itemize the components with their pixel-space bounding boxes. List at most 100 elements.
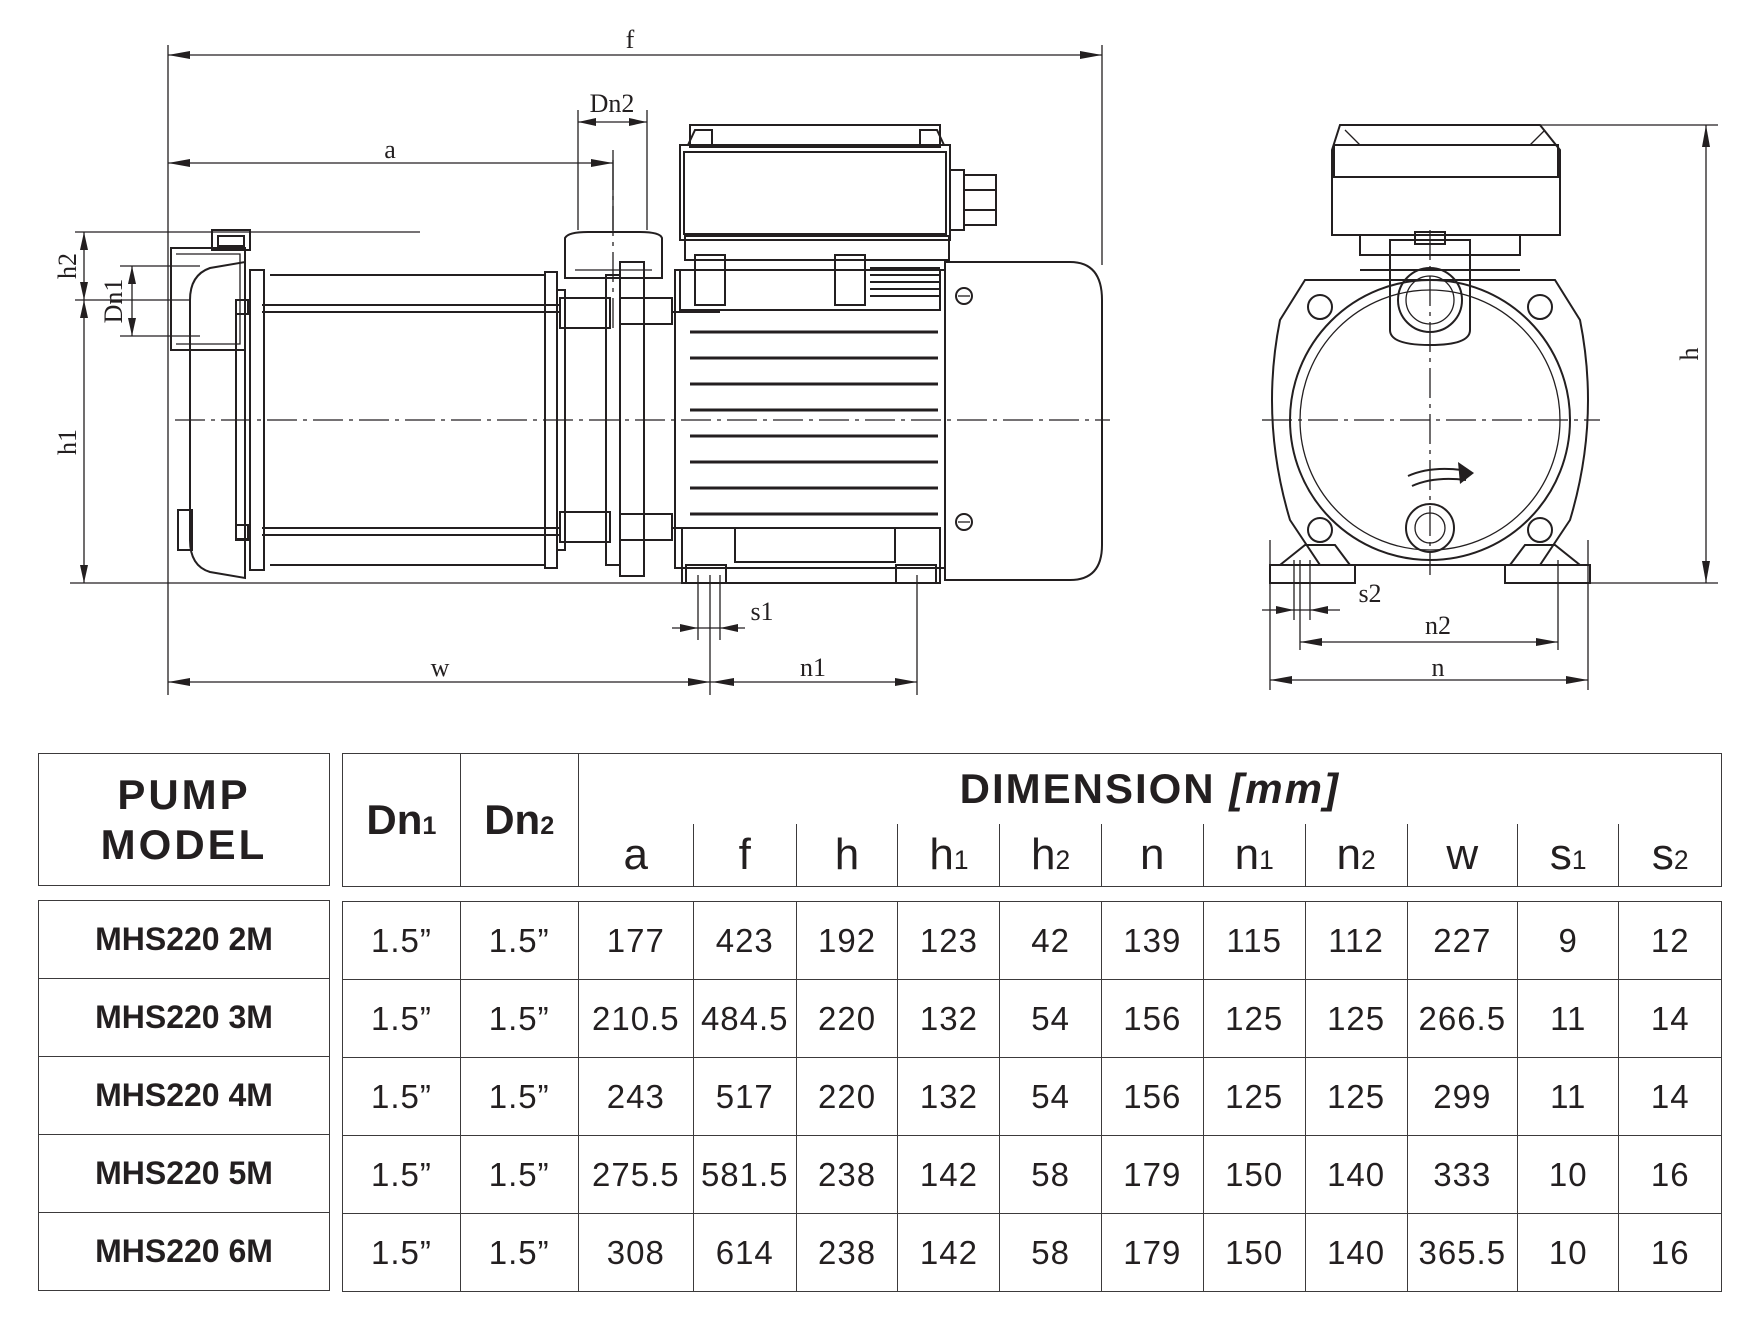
column-header-n2: n2 xyxy=(1304,824,1408,887)
pump-model-header-line2: MODEL xyxy=(100,820,268,868)
value-cell-n2: 140 xyxy=(1304,1135,1408,1214)
pump-model-header: PUMP MODEL xyxy=(38,753,330,886)
column-header-n: n xyxy=(1100,824,1204,887)
motor-fins xyxy=(690,330,938,516)
dim-label-dn1: Dn1 xyxy=(99,279,128,324)
value-cell-s1: 10 xyxy=(1516,1213,1620,1292)
value-cell-h: 192 xyxy=(795,901,899,980)
column-header-h1: h1 xyxy=(897,824,1001,887)
value-cell-h: 220 xyxy=(795,1057,899,1136)
value-cell-h: 238 xyxy=(795,1135,899,1214)
value-cell-n1: 150 xyxy=(1202,1213,1306,1292)
column-header-h: h xyxy=(795,824,899,887)
value-cell-h1: 142 xyxy=(897,1135,1001,1214)
value-cell-s1: 10 xyxy=(1516,1135,1620,1214)
dn1-cell: 1.5” xyxy=(342,1135,461,1214)
dim-label-h2: h2 xyxy=(53,253,82,279)
value-cell-n2: 112 xyxy=(1304,901,1408,980)
column-header-n1: n1 xyxy=(1202,824,1306,887)
dim-label-n: n xyxy=(1432,653,1445,682)
value-cell-a: 308 xyxy=(577,1213,694,1292)
pump-technical-drawing: f a Dn2 h2 Dn1 h1 w n1 s1 h s2 n2 n xyxy=(53,25,1718,695)
value-cell-s2: 16 xyxy=(1618,1135,1722,1214)
column-header-h2: h2 xyxy=(999,824,1102,887)
front-view xyxy=(1262,124,1718,690)
model-row: MHS220 4M xyxy=(38,1056,330,1135)
dim-label-h1: h1 xyxy=(53,429,82,455)
dn1-cell: 1.5” xyxy=(342,1213,461,1292)
dimension-unit: [mm] xyxy=(1229,765,1340,812)
value-cell-n2: 125 xyxy=(1304,1057,1408,1136)
value-cell-n: 156 xyxy=(1100,1057,1204,1136)
value-cell-n2: 125 xyxy=(1304,979,1408,1058)
value-cell-n: 139 xyxy=(1100,901,1204,980)
value-cell-f: 423 xyxy=(692,901,797,980)
value-cell-h: 238 xyxy=(795,1213,899,1292)
dn2-cell: 1.5” xyxy=(459,1135,579,1214)
value-cell-h2: 54 xyxy=(999,1057,1102,1136)
dn1-header: Dn1 xyxy=(342,753,461,887)
value-cell-f: 581.5 xyxy=(692,1135,797,1214)
dn1-cell: 1.5” xyxy=(342,1057,461,1136)
column-header-s2: s2 xyxy=(1618,824,1722,887)
value-cell-s2: 14 xyxy=(1618,1057,1722,1136)
column-header-s1: s1 xyxy=(1516,824,1620,887)
value-cell-f: 614 xyxy=(692,1213,797,1292)
model-name-cell: MHS220 3M xyxy=(38,978,330,1057)
model-row: MHS220 3M xyxy=(38,978,330,1057)
value-cell-w: 299 xyxy=(1406,1057,1519,1136)
value-cell-n1: 115 xyxy=(1202,901,1306,980)
dn1-cell: 1.5” xyxy=(342,979,461,1058)
value-cell-s1: 11 xyxy=(1516,1057,1620,1136)
model-row: MHS220 6M xyxy=(38,1212,330,1291)
value-cell-a: 243 xyxy=(577,1057,694,1136)
value-cell-f: 517 xyxy=(692,1057,797,1136)
value-cell-h1: 142 xyxy=(897,1213,1001,1292)
value-cell-n1: 150 xyxy=(1202,1135,1306,1214)
value-cell-h2: 58 xyxy=(999,1135,1102,1214)
dn2-cell: 1.5” xyxy=(459,1213,579,1292)
value-cell-n2: 140 xyxy=(1304,1213,1408,1292)
value-cell-n: 179 xyxy=(1100,1135,1204,1214)
value-cell-w: 365.5 xyxy=(1406,1213,1519,1292)
value-cell-f: 484.5 xyxy=(692,979,797,1058)
pump-model-header-line1: PUMP xyxy=(117,770,251,818)
value-cell-a: 210.5 xyxy=(577,979,694,1058)
value-cell-h2: 42 xyxy=(999,901,1102,980)
column-header-w: w xyxy=(1406,824,1519,887)
value-cell-a: 275.5 xyxy=(577,1135,694,1214)
value-cell-h1: 132 xyxy=(897,1057,1001,1136)
value-cell-s2: 16 xyxy=(1618,1213,1722,1292)
value-cell-h1: 123 xyxy=(897,901,1001,980)
dim-label-a: a xyxy=(384,135,396,164)
model-row: MHS220 2M xyxy=(38,900,330,979)
dim-label-f: f xyxy=(626,25,635,54)
value-cell-s1: 11 xyxy=(1516,979,1620,1058)
value-cell-n1: 125 xyxy=(1202,1057,1306,1136)
value-cell-s2: 12 xyxy=(1618,901,1722,980)
dim-label-n1: n1 xyxy=(800,653,826,682)
dim-label-s1: s1 xyxy=(750,597,773,626)
model-row: MHS220 5M xyxy=(38,1134,330,1213)
value-cell-w: 227 xyxy=(1406,901,1519,980)
value-cell-s1: 9 xyxy=(1516,901,1620,980)
dim-label-h: h xyxy=(1675,348,1704,361)
value-cell-n1: 125 xyxy=(1202,979,1306,1058)
side-view xyxy=(70,45,1110,695)
model-name-cell: MHS220 5M xyxy=(38,1134,330,1213)
dim-label-s2: s2 xyxy=(1358,579,1381,608)
dn1-cell: 1.5” xyxy=(342,901,461,980)
value-cell-w: 266.5 xyxy=(1406,979,1519,1058)
dim-label-w: w xyxy=(431,653,450,682)
model-name-cell: MHS220 6M xyxy=(38,1212,330,1291)
model-name-cell: MHS220 4M xyxy=(38,1056,330,1135)
value-cell-n: 156 xyxy=(1100,979,1204,1058)
dn2-header: Dn2 xyxy=(459,753,579,887)
